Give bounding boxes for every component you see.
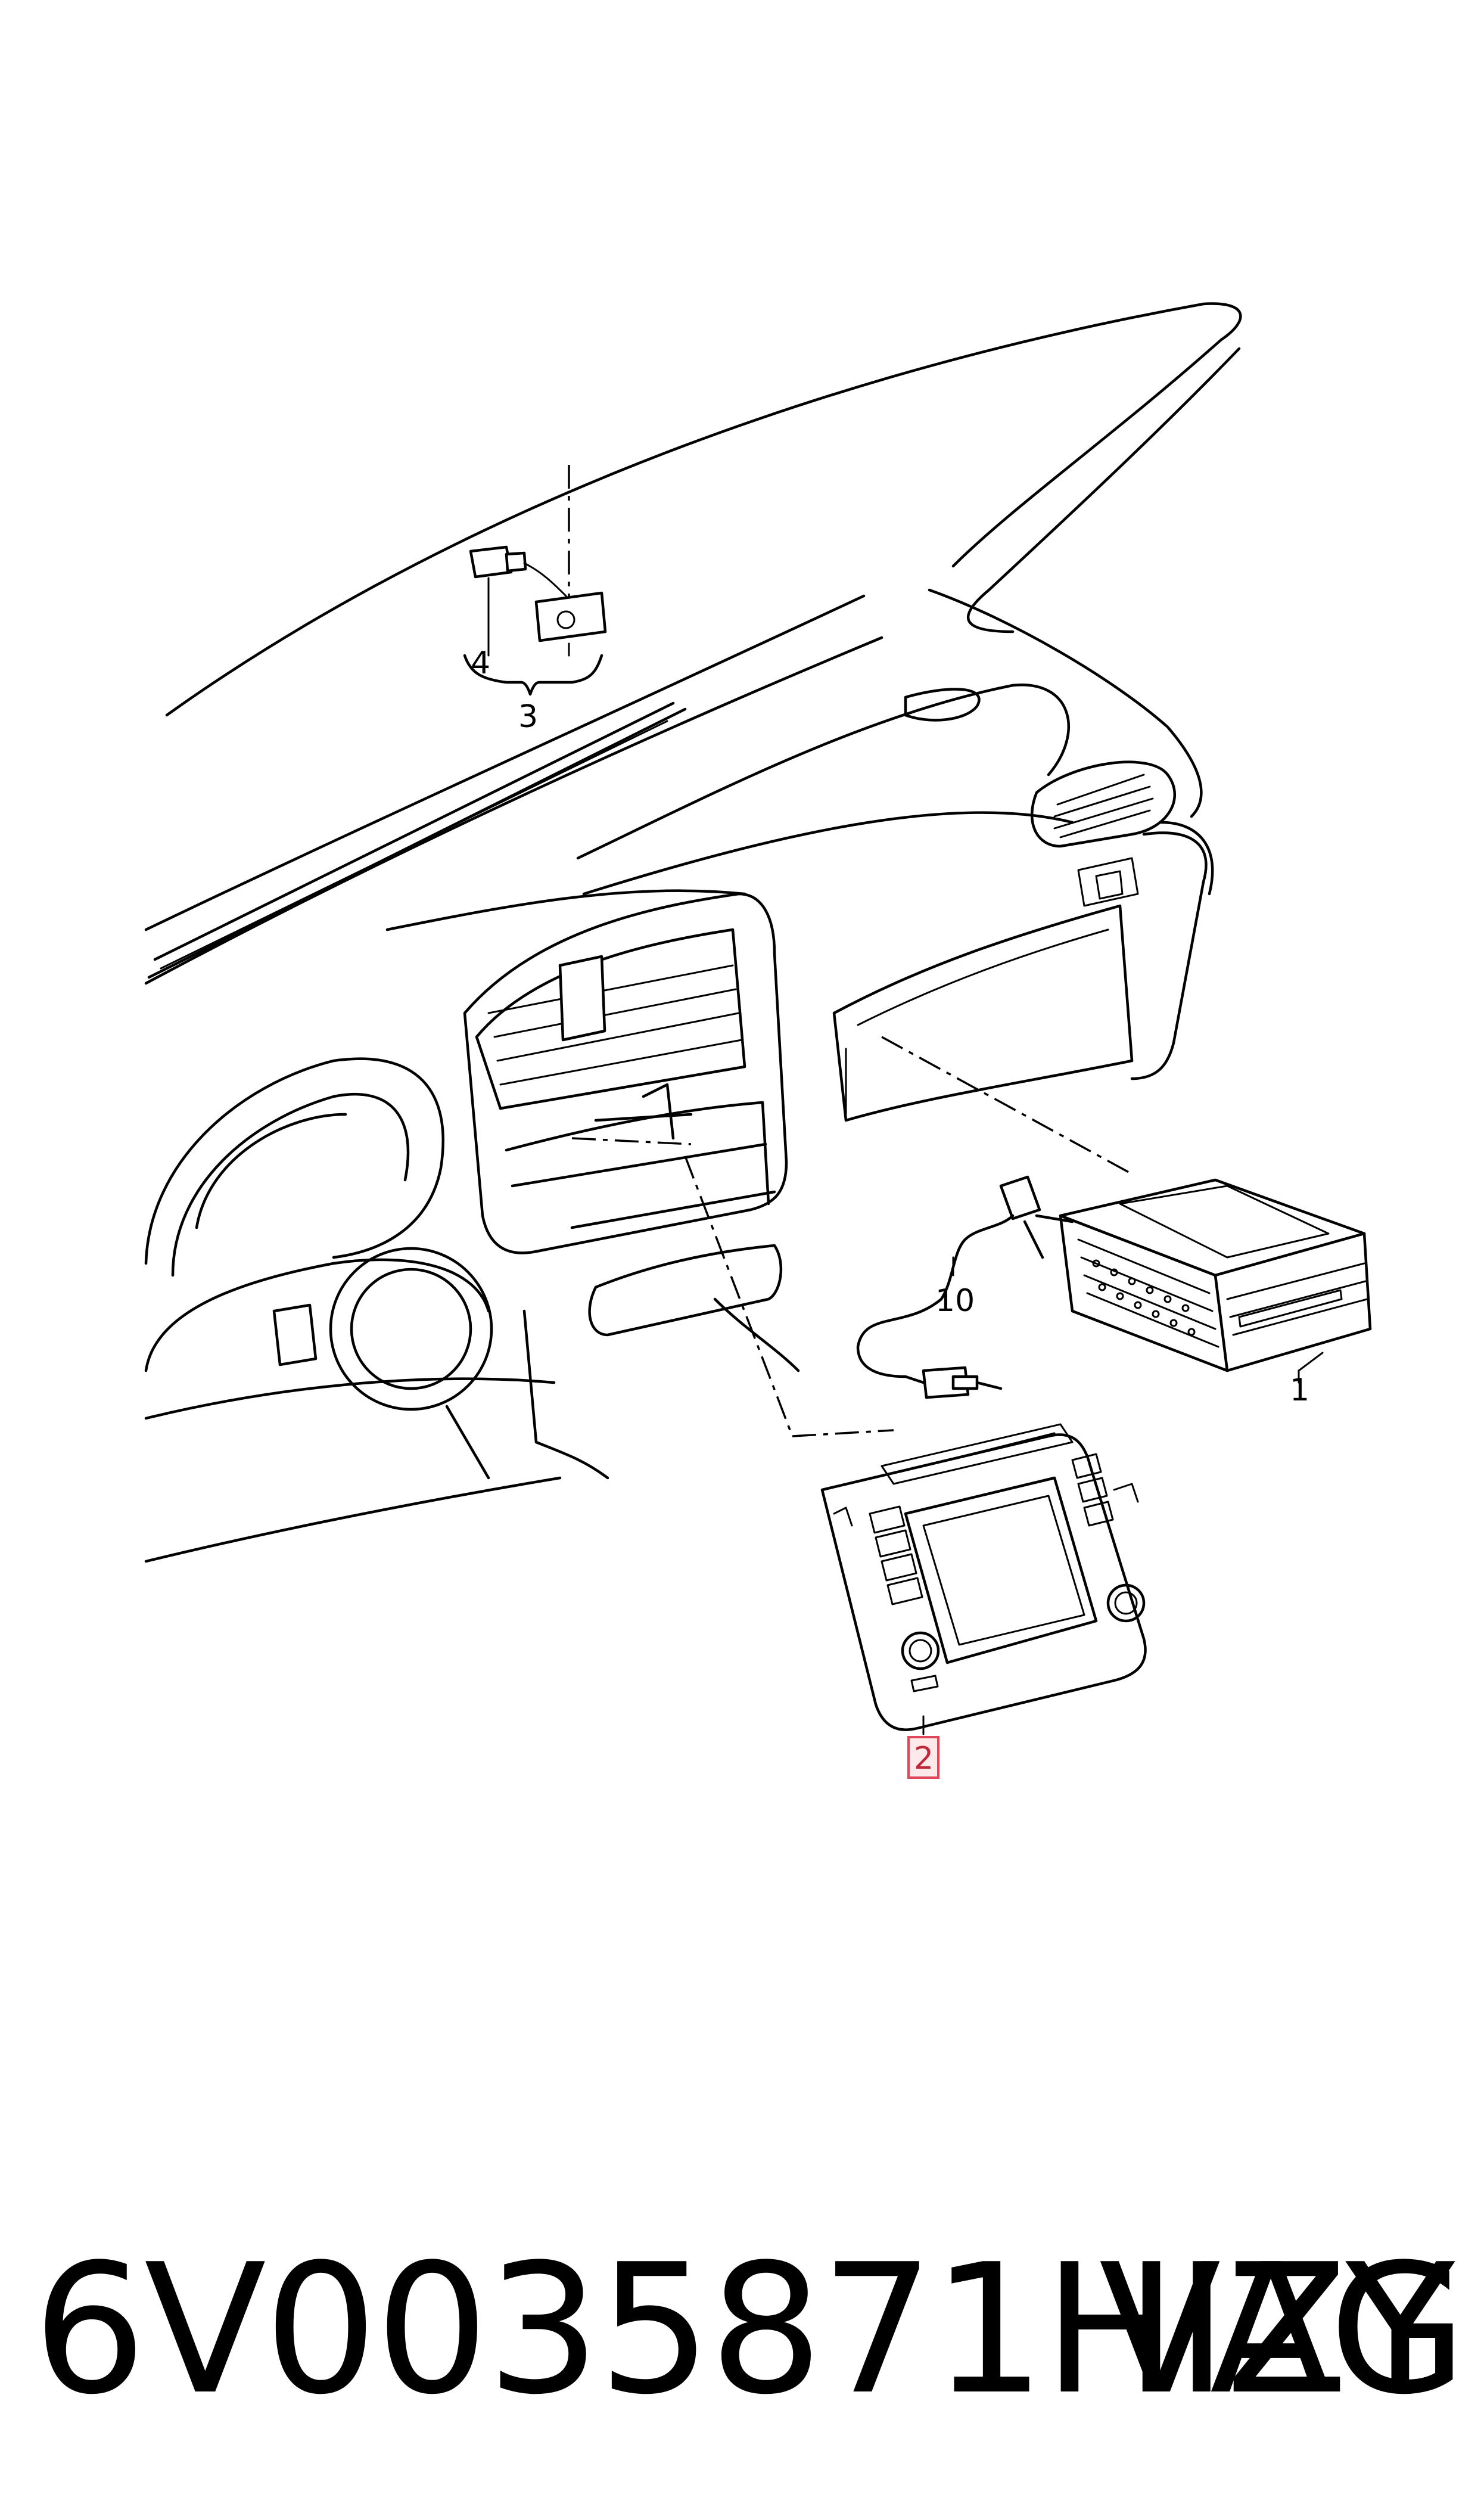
head-unit-buttons-right bbox=[1071, 1453, 1114, 1527]
right-knob bbox=[1106, 1583, 1146, 1623]
callout-4: 4 bbox=[471, 645, 490, 681]
left-knob bbox=[901, 1631, 940, 1670]
head-unit-buttons-left bbox=[869, 1505, 923, 1605]
cable-item-10: 10 bbox=[856, 1175, 1074, 1399]
windshield-outline bbox=[165, 302, 1242, 818]
brand-label: VAG bbox=[1099, 2226, 1467, 2434]
sensor-bracket-assembly: 4 3 bbox=[463, 465, 607, 735]
callout-2-highlight bbox=[907, 1736, 939, 1779]
callout-10: 10 bbox=[935, 1283, 975, 1319]
callout-2: 2 bbox=[914, 1741, 934, 1776]
footer: 6V0035871HIZY VAG bbox=[0, 2241, 1484, 2419]
callout-3: 3 bbox=[518, 699, 538, 735]
head-unit-item-2: 2 bbox=[820, 1423, 1147, 1779]
media-unit-item-1: 1 bbox=[1059, 1178, 1372, 1408]
vent-holes bbox=[1092, 1259, 1196, 1336]
dashboard-body bbox=[144, 594, 1214, 1122]
callout-1: 1 bbox=[1290, 1372, 1309, 1408]
instrument-cluster bbox=[144, 1057, 800, 1563]
part-number: 6V0035871HIZY bbox=[33, 2226, 1455, 2434]
center-console bbox=[463, 892, 788, 1337]
leader-lines bbox=[571, 1036, 1133, 1437]
